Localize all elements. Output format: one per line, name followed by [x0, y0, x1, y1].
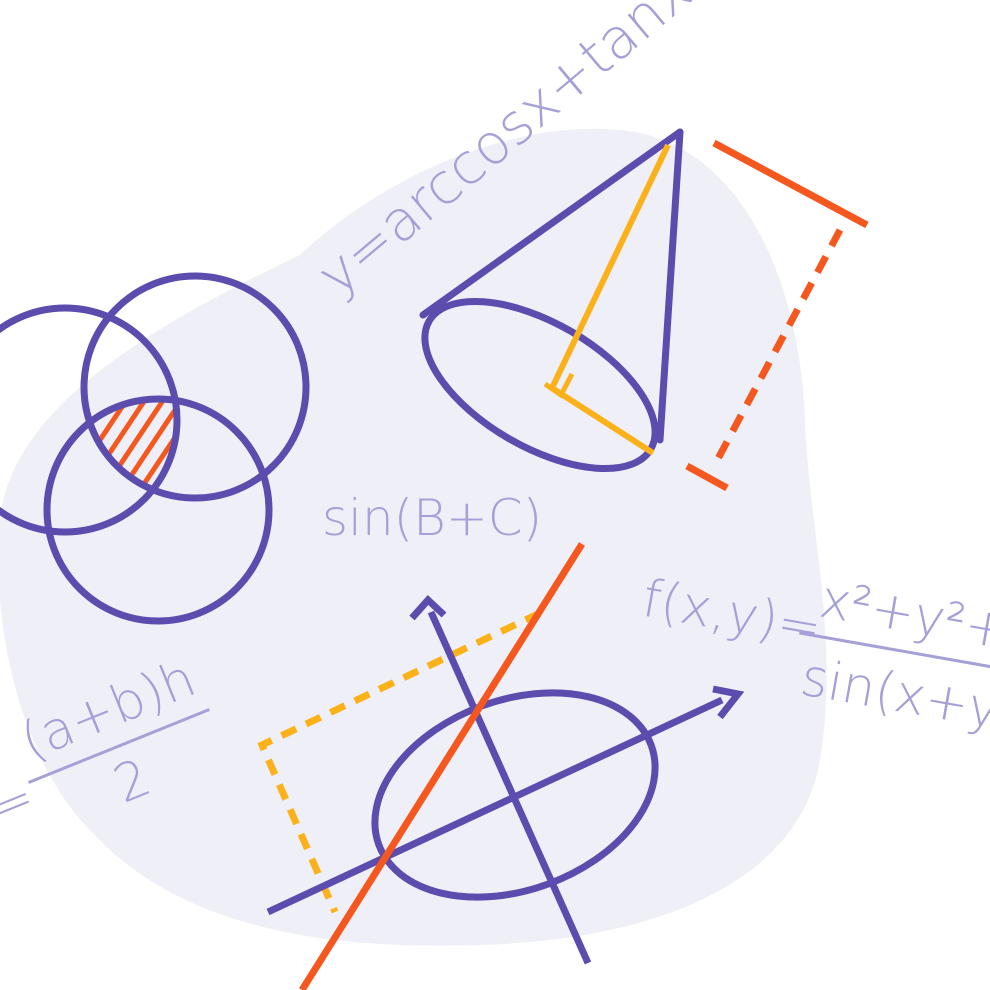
cone-side-left — [419, 128, 684, 319]
venn-circle-bottom — [43, 395, 273, 625]
formula-trapezoid-fraction-bar — [27, 708, 210, 784]
formula-function-numerator: x²+y²+ — [815, 570, 990, 662]
cone-right-angle — [543, 372, 575, 399]
cone-dimension — [685, 139, 869, 492]
ellipse-axis-minor-arrow — [409, 594, 447, 621]
ellipse-diagonal-line — [299, 542, 585, 990]
ellipse-axis-major-arrow — [712, 685, 745, 720]
ellipse-axis-minor — [427, 610, 592, 965]
formula-function-fraction-bar — [799, 631, 990, 673]
cone-side-right — [656, 128, 684, 444]
ellipse-axes-icon — [257, 542, 745, 990]
venn-circle-left — [0, 304, 181, 536]
ellipse-dashed-guide — [257, 609, 542, 914]
venn-circle-top — [80, 272, 310, 502]
formula-sine: sin(B+C) — [322, 489, 542, 547]
cone-icon — [419, 128, 869, 492]
ellipse-axis-major — [266, 696, 724, 916]
background-blob — [0, 128, 827, 946]
